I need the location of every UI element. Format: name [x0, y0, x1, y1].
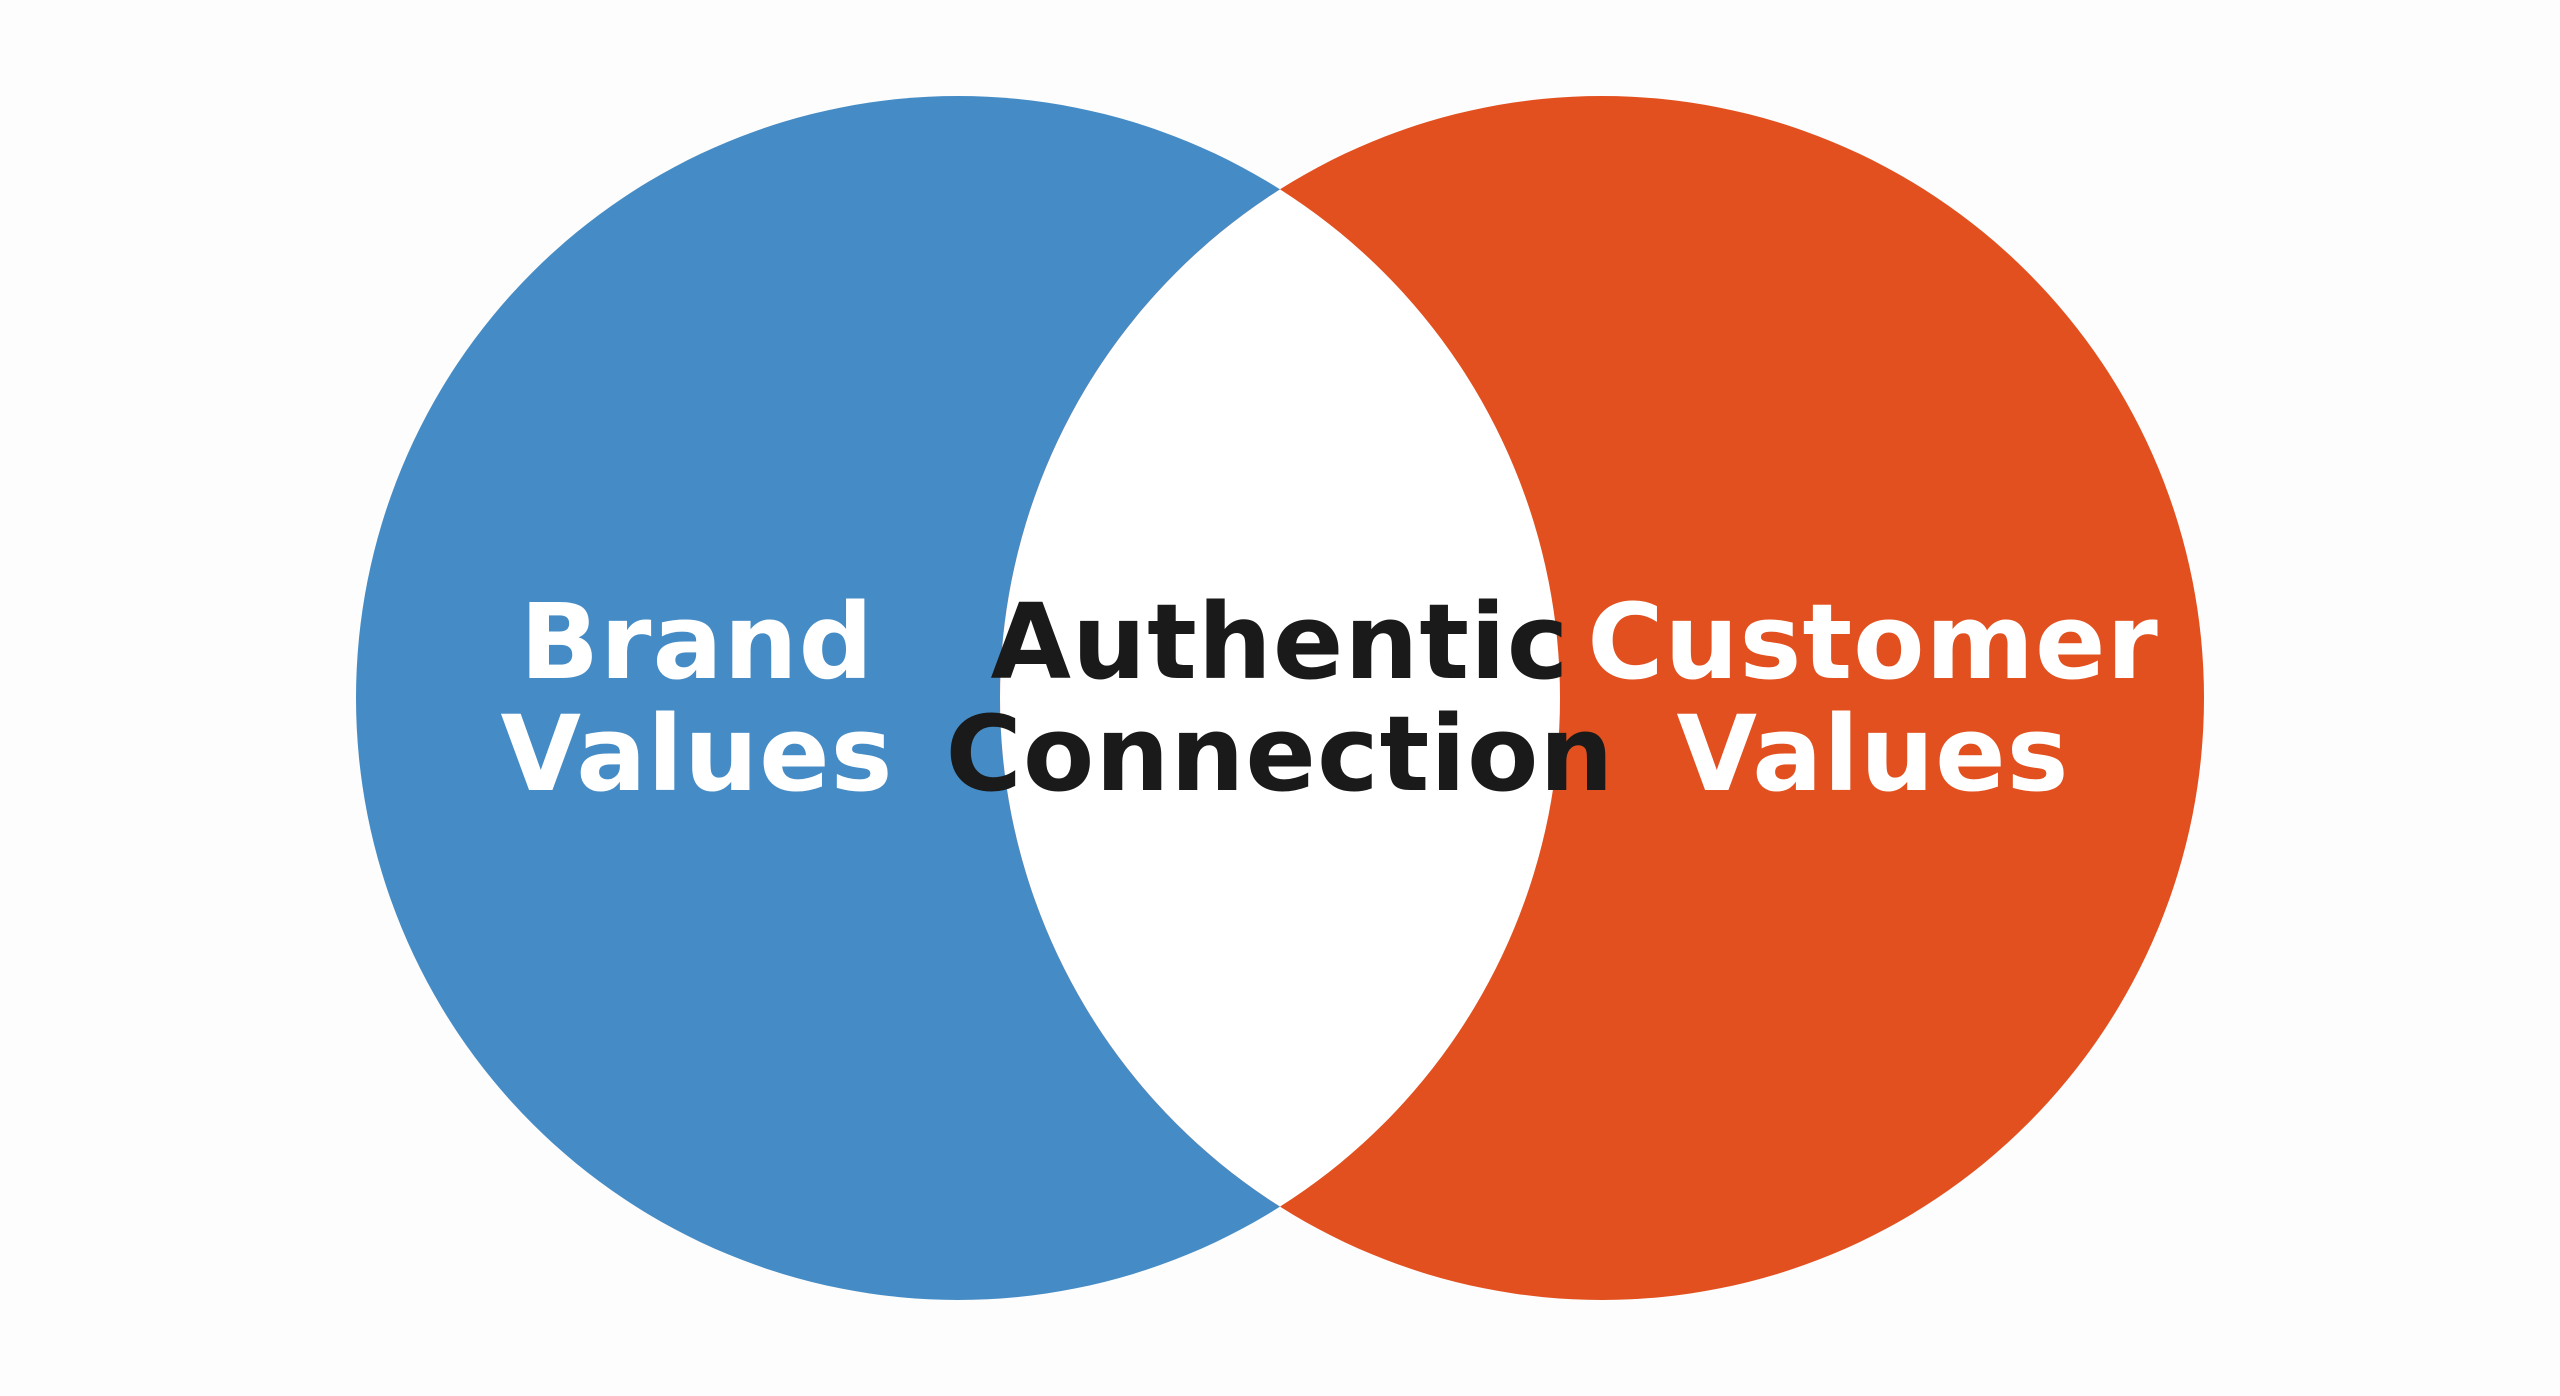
authentic-connection-intersection	[1000, 96, 1560, 1300]
brand-values-label: Brand Values	[500, 586, 893, 810]
authentic-connection-line-1: Authentic	[990, 581, 1570, 703]
customer-values-label: Customer Values	[1587, 586, 2159, 810]
brand-values-line-1: Brand	[519, 581, 875, 703]
brand-values-line-2: Values	[500, 693, 894, 815]
customer-values-line-2: Values	[1676, 693, 2070, 815]
authentic-connection-label: Authentic Connection	[946, 586, 1615, 810]
customer-values-line-1: Customer	[1587, 581, 2159, 703]
authentic-connection-line-2: Connection	[945, 693, 1615, 815]
